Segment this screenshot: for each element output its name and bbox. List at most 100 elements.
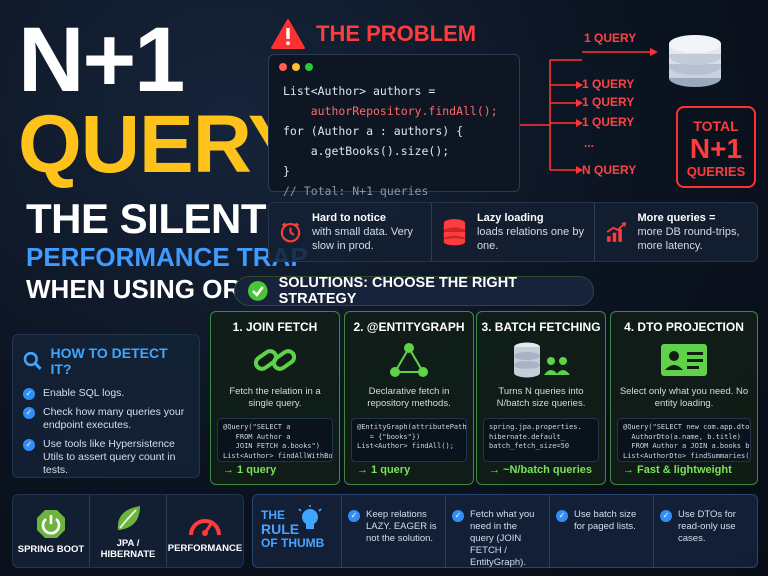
hibernate-leaf-icon — [117, 506, 140, 530]
solution-card-join-fetch: 1. JOIN FETCH Fetch the relation in a si… — [210, 311, 340, 485]
window-dots — [279, 63, 313, 71]
detect-title: HOW TO DETECT IT? — [50, 345, 168, 377]
tech-item: SPRING BOOT — [13, 495, 90, 567]
rule-item: ✓ Fetch what you need in the query (JOIN … — [445, 495, 549, 568]
fact-title: Hard to notice — [311, 212, 386, 224]
code-line: for (Author a : authors) { — [283, 124, 464, 138]
detect-item: ✓ Use tools like Hypersistence Utils to a… — [23, 438, 189, 477]
card-title: 4. DTO PROJECTION — [624, 320, 744, 334]
rule-header: THE RULE OF THUMB — [253, 495, 341, 567]
fact-desc: with small data. Very slow in prod. — [311, 226, 413, 252]
code-line: authorRepository.findAll(); — [283, 104, 498, 118]
solutions-header: SOLUTIONS: CHOOSE THE RIGHT STRATEGY — [234, 275, 594, 307]
code-line: } — [283, 164, 290, 178]
problem-code-block: List<Author> authors = authorRepository.… — [268, 54, 520, 198]
database-users-icon — [514, 342, 570, 378]
card-desc: Declarative fetch in repository methods. — [367, 386, 451, 409]
headline-orm: WHEN USING ORM — [26, 274, 263, 304]
code-line: // Total: N+1 queries — [283, 184, 429, 198]
fact-desc: more DB round-trips, more latency. — [637, 226, 740, 252]
rule-of-thumb: THE RULE OF THUMB ✓ Keep relations LAZY. … — [252, 494, 758, 568]
chain-link-icon — [253, 349, 297, 371]
rule-item-text: Use DTOs for read-only use cases. — [678, 509, 736, 544]
rule-item-text: Fetch what you need in the query (JOIN F… — [470, 509, 535, 568]
card-desc: Turns N queries into N/batch size querie… — [496, 386, 586, 409]
fact-title: Lazy loading — [476, 212, 544, 224]
card-code: @Query("SELECT new com.app.dto. AuthorDt… — [617, 418, 751, 462]
spring-boot-icon — [37, 509, 65, 538]
fact-title: More queries = — [637, 212, 716, 224]
problem-header: THE PROBLEM — [270, 18, 476, 50]
check-circle-icon — [247, 281, 268, 301]
id-card-icon — [661, 344, 707, 376]
fact-desc: loads relations one by one. — [476, 226, 584, 252]
query-label: 1 QUERY — [582, 115, 635, 129]
total-label: TOTAL — [693, 118, 739, 134]
search-icon — [23, 351, 42, 370]
card-title: 1. JOIN FETCH — [232, 320, 318, 334]
card-code: @Query("SELECT a FROM Author a JOIN FETC… — [217, 418, 333, 462]
database-icon — [669, 35, 721, 87]
problem-title: THE PROBLEM — [316, 21, 477, 46]
total-value: N+1 — [689, 133, 743, 164]
window-dot-green — [305, 63, 313, 71]
tech-label: JPA / HIBERNATE — [100, 538, 156, 560]
window-dot-red — [279, 63, 287, 71]
speedometer-icon — [189, 518, 221, 536]
card-result: → 1 query — [223, 464, 277, 476]
headline-query: QUERY — [18, 99, 303, 190]
fact-item: Hard to notice with small data. Very slow… — [269, 203, 432, 261]
card-title: 2. @ENTITYGRAPH — [353, 320, 465, 334]
query-label-first: 1 QUERY — [584, 31, 637, 45]
detect-item-text: Use tools like Hypersistence Utils to as… — [43, 438, 176, 476]
check-icon: ✓ — [556, 510, 568, 522]
graph-nodes-icon — [390, 343, 428, 377]
check-icon: ✓ — [23, 439, 35, 451]
total-queries-badge: TOTAL N+1 QUERIES — [676, 106, 756, 188]
headline-silent: THE SILENT — [26, 195, 267, 242]
card-result: → ~N/batch queries — [489, 464, 593, 476]
check-icon: ✓ — [23, 388, 35, 400]
card-title: 3. BATCH FETCHING — [481, 320, 601, 334]
fact-item: Lazy loading loads relations one by one. — [432, 203, 595, 261]
headline-n1: N+1 — [18, 9, 185, 111]
check-icon: ✓ — [452, 510, 464, 522]
detect-item: ✓ Enable SQL logs. — [23, 387, 189, 400]
code-line: List<Author> authors = — [283, 84, 436, 98]
tech-label: PERFORMANCE — [167, 542, 243, 554]
query-label: ... — [584, 136, 595, 150]
card-desc: Fetch the relation in a single query. — [229, 386, 321, 409]
rising-chart-icon — [606, 222, 627, 242]
tech-item: PERFORMANCE — [167, 495, 243, 567]
rule-item: ✓ Use DTOs for read-only use cases. — [653, 495, 757, 567]
rule-title-line: THE — [261, 508, 285, 522]
card-desc: Select only what you need. No entity loa… — [619, 386, 749, 409]
fact-item: More queries = more DB round-trips, more … — [595, 203, 757, 261]
headline-performance-trap: PERFORMANCE TRAP — [26, 242, 308, 272]
card-result: → Fast & lightweight — [623, 464, 732, 476]
card-result: → 1 query — [357, 464, 411, 476]
code-line: a.getBooks().size(); — [283, 144, 450, 158]
rule-title-line: RULE — [261, 521, 300, 537]
clock-icon — [280, 222, 301, 243]
card-code: @EntityGraph(attributePaths = {"books"})… — [351, 418, 467, 462]
detect-item: ✓Check how many queries your endpoint ex… — [23, 406, 189, 432]
solutions-title: SOLUTIONS: CHOOSE THE RIGHT STRATEGY — [278, 275, 518, 307]
detect-panel: HOW TO DETECT IT? ✓Enable SQL logs. ✓Che… — [12, 334, 200, 478]
lightbulb-icon — [298, 505, 322, 529]
detect-item-text: Enable SQL logs. — [43, 387, 125, 399]
detect-item-text: Check how many queries your endpoint exe… — [43, 406, 185, 431]
rule-item: ✓ Use batch size for paged lists. — [549, 495, 653, 567]
solution-card-dto-projection: 4. DTO PROJECTION Select only what you n… — [610, 311, 758, 485]
solution-card-entity-graph: 2. @ENTITYGRAPH Declarative fetch in rep… — [344, 311, 474, 485]
rule-title-line: OF THUMB — [261, 536, 325, 550]
query-flow-arrows — [520, 48, 658, 174]
window-dot-yellow — [292, 63, 300, 71]
database-stack-icon — [443, 219, 466, 246]
check-icon: ✓ — [660, 510, 672, 522]
tech-item: JPA / HIBERNATE — [90, 495, 167, 567]
problem-facts: Hard to notice with small data. Very slow… — [268, 202, 758, 262]
query-label: 1 QUERY — [582, 77, 635, 91]
rule-item-text: Use batch size for paged lists. — [574, 509, 637, 532]
rule-item-text: Keep relations LAZY. EAGER is not the so… — [366, 509, 437, 544]
